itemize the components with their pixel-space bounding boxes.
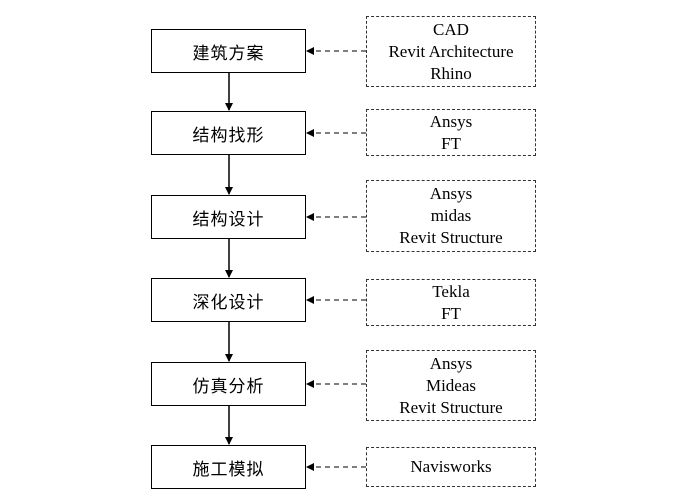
tool-revit-structure: Revit Structure [399, 228, 503, 247]
step-detailed-design: 深化设计 [151, 278, 306, 322]
tool-tekla: Tekla [432, 281, 470, 301]
step-simulation-analysis: 仿真分析 [151, 362, 306, 406]
tool-revit-structure: Revit Structure [399, 397, 503, 417]
tools-construction-simulation: Navisworks [366, 447, 536, 487]
tools-simulation-analysis: Ansys Mideas Revit Structure [366, 350, 536, 421]
step-label: 仿真分析 [192, 376, 265, 397]
tool-ansys: Ansys [429, 353, 473, 373]
tools-detailed-design: Tekla FT [366, 279, 536, 326]
tools-structural-form-finding: Ansys FT [366, 109, 536, 156]
step-structural-form-finding: 结构找形 [151, 111, 306, 155]
tool-midas: midas [430, 206, 472, 225]
tool-revit-architecture: Revit Architecture [388, 41, 514, 61]
tool-ansys: Ansys [429, 111, 473, 131]
step-structural-design: 结构设计 [151, 195, 306, 239]
step-label: 深化设计 [192, 292, 265, 313]
step-label: 结构设计 [192, 209, 265, 230]
step-label: 建筑方案 [192, 43, 265, 64]
tool-rhino: Rhino [430, 63, 472, 83]
tools-architectural-scheme: CAD Revit Architecture Rhino [366, 16, 536, 87]
step-construction-simulation: 施工模拟 [151, 445, 306, 489]
step-label: 施工模拟 [192, 459, 265, 480]
step-label: 结构找形 [192, 125, 265, 146]
step-architectural-scheme: 建筑方案 [151, 29, 306, 73]
tool-cad: CAD [433, 19, 469, 39]
tool-ft: FT [441, 303, 461, 323]
tool-ft: FT [441, 133, 461, 153]
tool-ansys: Ansys [429, 184, 473, 203]
tools-structural-design: Ansys midas Revit Structure [366, 180, 536, 252]
tool-navisworks: Navisworks [410, 457, 492, 476]
tool-mideas: Mideas [425, 375, 477, 395]
